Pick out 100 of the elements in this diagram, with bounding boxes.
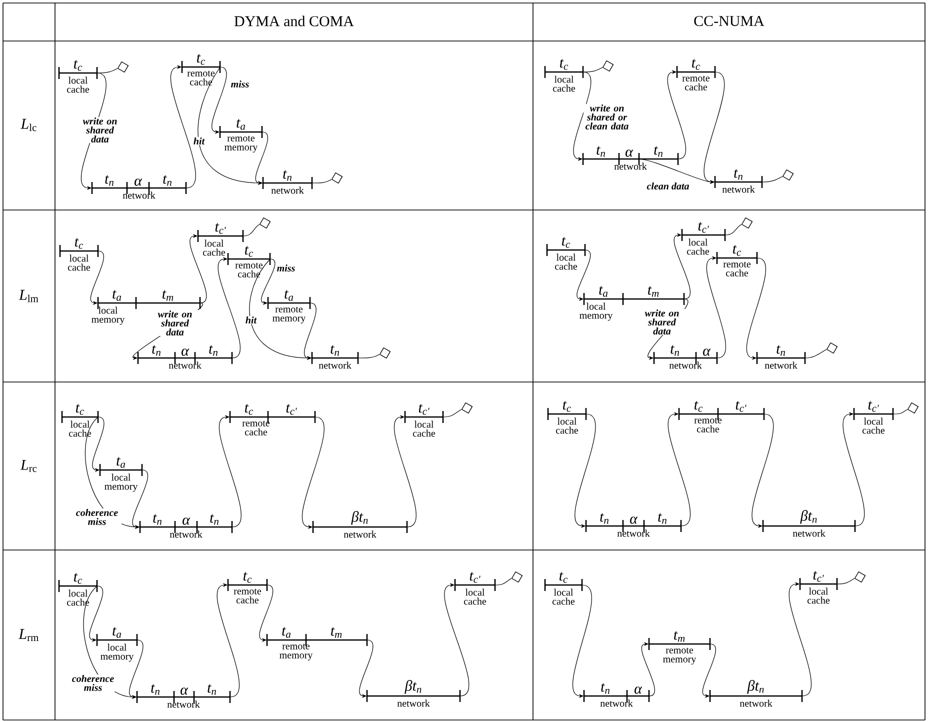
duration-label: t$_{c}$ (560, 572, 568, 583)
duration-label: t$_{n}$ (208, 684, 216, 695)
resource-label: network (764, 362, 798, 369)
duration-label: t$_{n}$ (330, 345, 340, 356)
resource-label: remote cache (235, 262, 263, 278)
resource-label: network (722, 186, 755, 193)
arrow (218, 414, 242, 528)
end-marker (117, 61, 129, 73)
duration-label: t$_{c}$ (562, 237, 570, 248)
resource-label: network (792, 530, 826, 537)
duration-label: t$_{n}$ (601, 683, 610, 694)
duration-label: α (180, 688, 188, 695)
row-header: L$_{rm}$ (18, 629, 39, 641)
resource-label: local cache (556, 418, 578, 434)
edge-label: hit (192, 136, 206, 146)
duration-label: α (182, 518, 190, 525)
resource-label: local memory (580, 302, 613, 321)
resource-label: remote memory (280, 644, 313, 660)
duration-label: t$_{n}$ (734, 169, 743, 180)
connector-line (358, 354, 380, 358)
duration-label: t$_{c}$ (694, 401, 703, 412)
connector-line (582, 67, 603, 72)
resource-label: local cache (67, 76, 90, 93)
arrow (218, 256, 240, 358)
resource-label: network (617, 530, 650, 537)
duration-label: α (134, 178, 142, 186)
end-marker (741, 217, 753, 229)
arrow (674, 232, 690, 300)
arrow (444, 582, 470, 696)
resource-label: remote cache (694, 418, 722, 432)
duration-label: t$_{c}$ (244, 572, 252, 583)
end-marker (782, 169, 794, 181)
duration-label: t$_{a}$ (112, 627, 122, 638)
end-marker (379, 347, 391, 359)
resource-label: remote memory (224, 136, 258, 152)
duration-label: t$_{c}$ (692, 59, 700, 70)
arrow (170, 64, 196, 188)
row-header: L$_{rc}$ (20, 460, 37, 472)
resource-label: local cache (553, 76, 576, 92)
duration-label: t$_{a}$ (282, 627, 291, 638)
column-header: DYMA and COMA (234, 16, 354, 26)
duration-label: t$_{n}$ (163, 175, 172, 186)
duration-label: t$_{c}$ (74, 60, 82, 71)
resource-label: local cache (808, 588, 830, 604)
duration-label: t$_{n}$ (153, 514, 162, 525)
connector-line (442, 409, 462, 418)
edge-label: coherence miss (68, 674, 118, 692)
edge-label: write on shared data (638, 308, 686, 336)
duration-label: t$_{c'}$ (418, 404, 430, 415)
duration-label: α (630, 516, 638, 524)
end-marker (602, 60, 614, 72)
duration-label: t$_{c}$ (74, 573, 82, 584)
connector-line (312, 179, 332, 184)
connector-line (892, 409, 908, 414)
duration-label: α (703, 348, 711, 356)
resource-label: local cache (413, 420, 436, 437)
duration-label: t$_{c}$ (733, 245, 742, 256)
duration-label: t$_{c}$ (75, 238, 84, 249)
duration-label: t$_{c'}$ (215, 223, 226, 234)
duration-label: βt$_{n}$ (800, 510, 817, 524)
duration-label: t$_{c'}$ (470, 572, 480, 583)
resource-label: remote cache (682, 76, 710, 90)
row-header: L$_{lm}$ (18, 290, 38, 302)
resource-label: network (167, 700, 200, 708)
duration-label: βt$_{n}$ (404, 680, 422, 694)
duration-label: α (182, 348, 190, 356)
connector-line (724, 224, 742, 236)
end-marker (826, 342, 838, 354)
duration-label: βt$_{n}$ (351, 511, 368, 525)
resource-label: local cache (555, 254, 578, 270)
duration-label: t$_{c'}$ (813, 571, 824, 582)
resource-label: network (740, 700, 772, 707)
duration-label: t$_{n}$ (283, 170, 292, 181)
duration-label: t$_{n}$ (596, 146, 606, 157)
duration-label: t$_{n}$ (151, 684, 160, 695)
arrow (190, 234, 207, 304)
duration-label: t$_{m}$ (648, 286, 659, 297)
resource-label: local cache (862, 418, 885, 434)
end-marker (259, 217, 271, 229)
end-marker (461, 402, 473, 414)
connector-line (96, 68, 118, 74)
duration-label: t$_{c}$ (245, 246, 254, 257)
row-header: L$_{lc}$ (20, 118, 36, 132)
duration-label: t$_{n}$ (210, 514, 219, 525)
duration-label: βt$_{n}$ (747, 680, 764, 694)
duration-label: t$_{a}$ (284, 290, 294, 301)
duration-label: t$_{n}$ (670, 345, 680, 356)
duration-label: t$_{c}$ (245, 404, 254, 415)
edge-label: hit (244, 316, 258, 324)
duration-label: α (634, 686, 642, 694)
duration-label: t$_{a}$ (116, 457, 126, 468)
resource-label: local cache (203, 240, 226, 256)
end-marker (511, 571, 523, 583)
duration-label: t$_{n}$ (658, 513, 667, 524)
arrow (216, 582, 240, 698)
arrow (394, 414, 416, 528)
duration-label: t$_{c'}$ (286, 404, 297, 415)
duration-label: t$_{a}$ (599, 286, 608, 297)
connector-line (762, 176, 783, 182)
resource-label: network (170, 530, 202, 538)
